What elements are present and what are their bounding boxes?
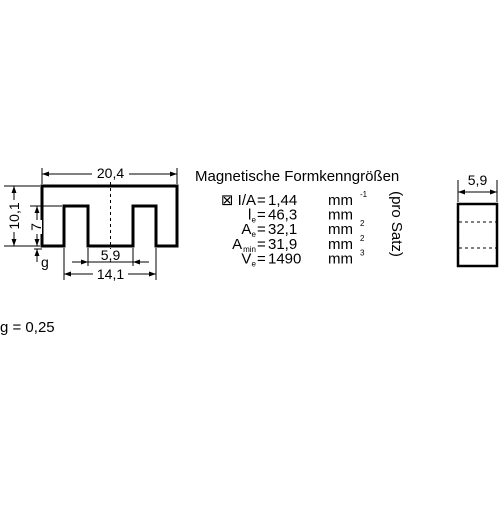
center-leg-label: 5,9 — [101, 247, 121, 263]
property-unit: mm — [328, 192, 353, 209]
property-equals: = — [257, 250, 266, 267]
property-symbol-subscript: e — [252, 216, 257, 225]
property-unit: mm — [328, 250, 353, 267]
property-unit-superscript: 2 — [360, 219, 365, 228]
property-equals: = — [257, 221, 266, 238]
rotated-note: (pro Satz) — [388, 191, 405, 257]
property-symbol-subscript: e — [252, 230, 257, 239]
gap-symbol: g — [41, 254, 49, 270]
width-label: 20,4 — [97, 165, 124, 181]
side-view-width-label: 5,9 — [468, 172, 488, 188]
property-symbol: A — [241, 221, 251, 238]
dimension-inner-height: 7 — [28, 205, 62, 246]
property-unit: mm — [328, 236, 353, 253]
outer-window-label: 14,1 — [97, 266, 124, 282]
side-view: 5,9 — [456, 172, 499, 268]
dimension-height: 10,1 — [4, 185, 40, 247]
dimension-outer-window: 14,1 — [63, 248, 157, 282]
property-symbol-subscript: e — [252, 259, 257, 268]
property-unit: mm — [328, 207, 353, 224]
property-unit-superscript: 3 — [360, 248, 365, 257]
property-value: 46,3 — [268, 207, 297, 224]
property-symbol: ⊠ I/A — [221, 192, 256, 209]
property-equals: = — [257, 207, 266, 224]
property-symbol: A — [232, 236, 242, 253]
property-value: 1490 — [268, 250, 301, 267]
e-core-outline — [40, 184, 179, 248]
property-unit: mm — [328, 221, 353, 238]
gap-note: g = 0,25 — [0, 319, 55, 336]
e-core-front-view — [40, 170, 179, 262]
side-view-body — [456, 202, 499, 268]
property-symbol: l — [248, 207, 251, 224]
properties-title: Magnetische Formkenngrößen — [195, 168, 399, 185]
property-value: 1,44 — [268, 192, 297, 209]
property-equals: = — [257, 192, 266, 209]
property-unit-superscript: 2 — [360, 234, 365, 243]
dimension-gap: g — [34, 248, 49, 270]
height-label: 10,1 — [6, 202, 22, 229]
property-value: 32,1 — [268, 221, 297, 238]
property-symbol-subscript: min — [243, 245, 256, 254]
dimension-width: 20,4 — [41, 164, 178, 184]
property-symbol: V — [241, 250, 251, 267]
property-unit-superscript: -1 — [360, 190, 368, 199]
inner-height-label: 7 — [28, 223, 44, 231]
dimension-center-leg: 5,9 — [72, 247, 149, 266]
property-equals: = — [257, 236, 266, 253]
property-value: 31,9 — [268, 236, 297, 253]
